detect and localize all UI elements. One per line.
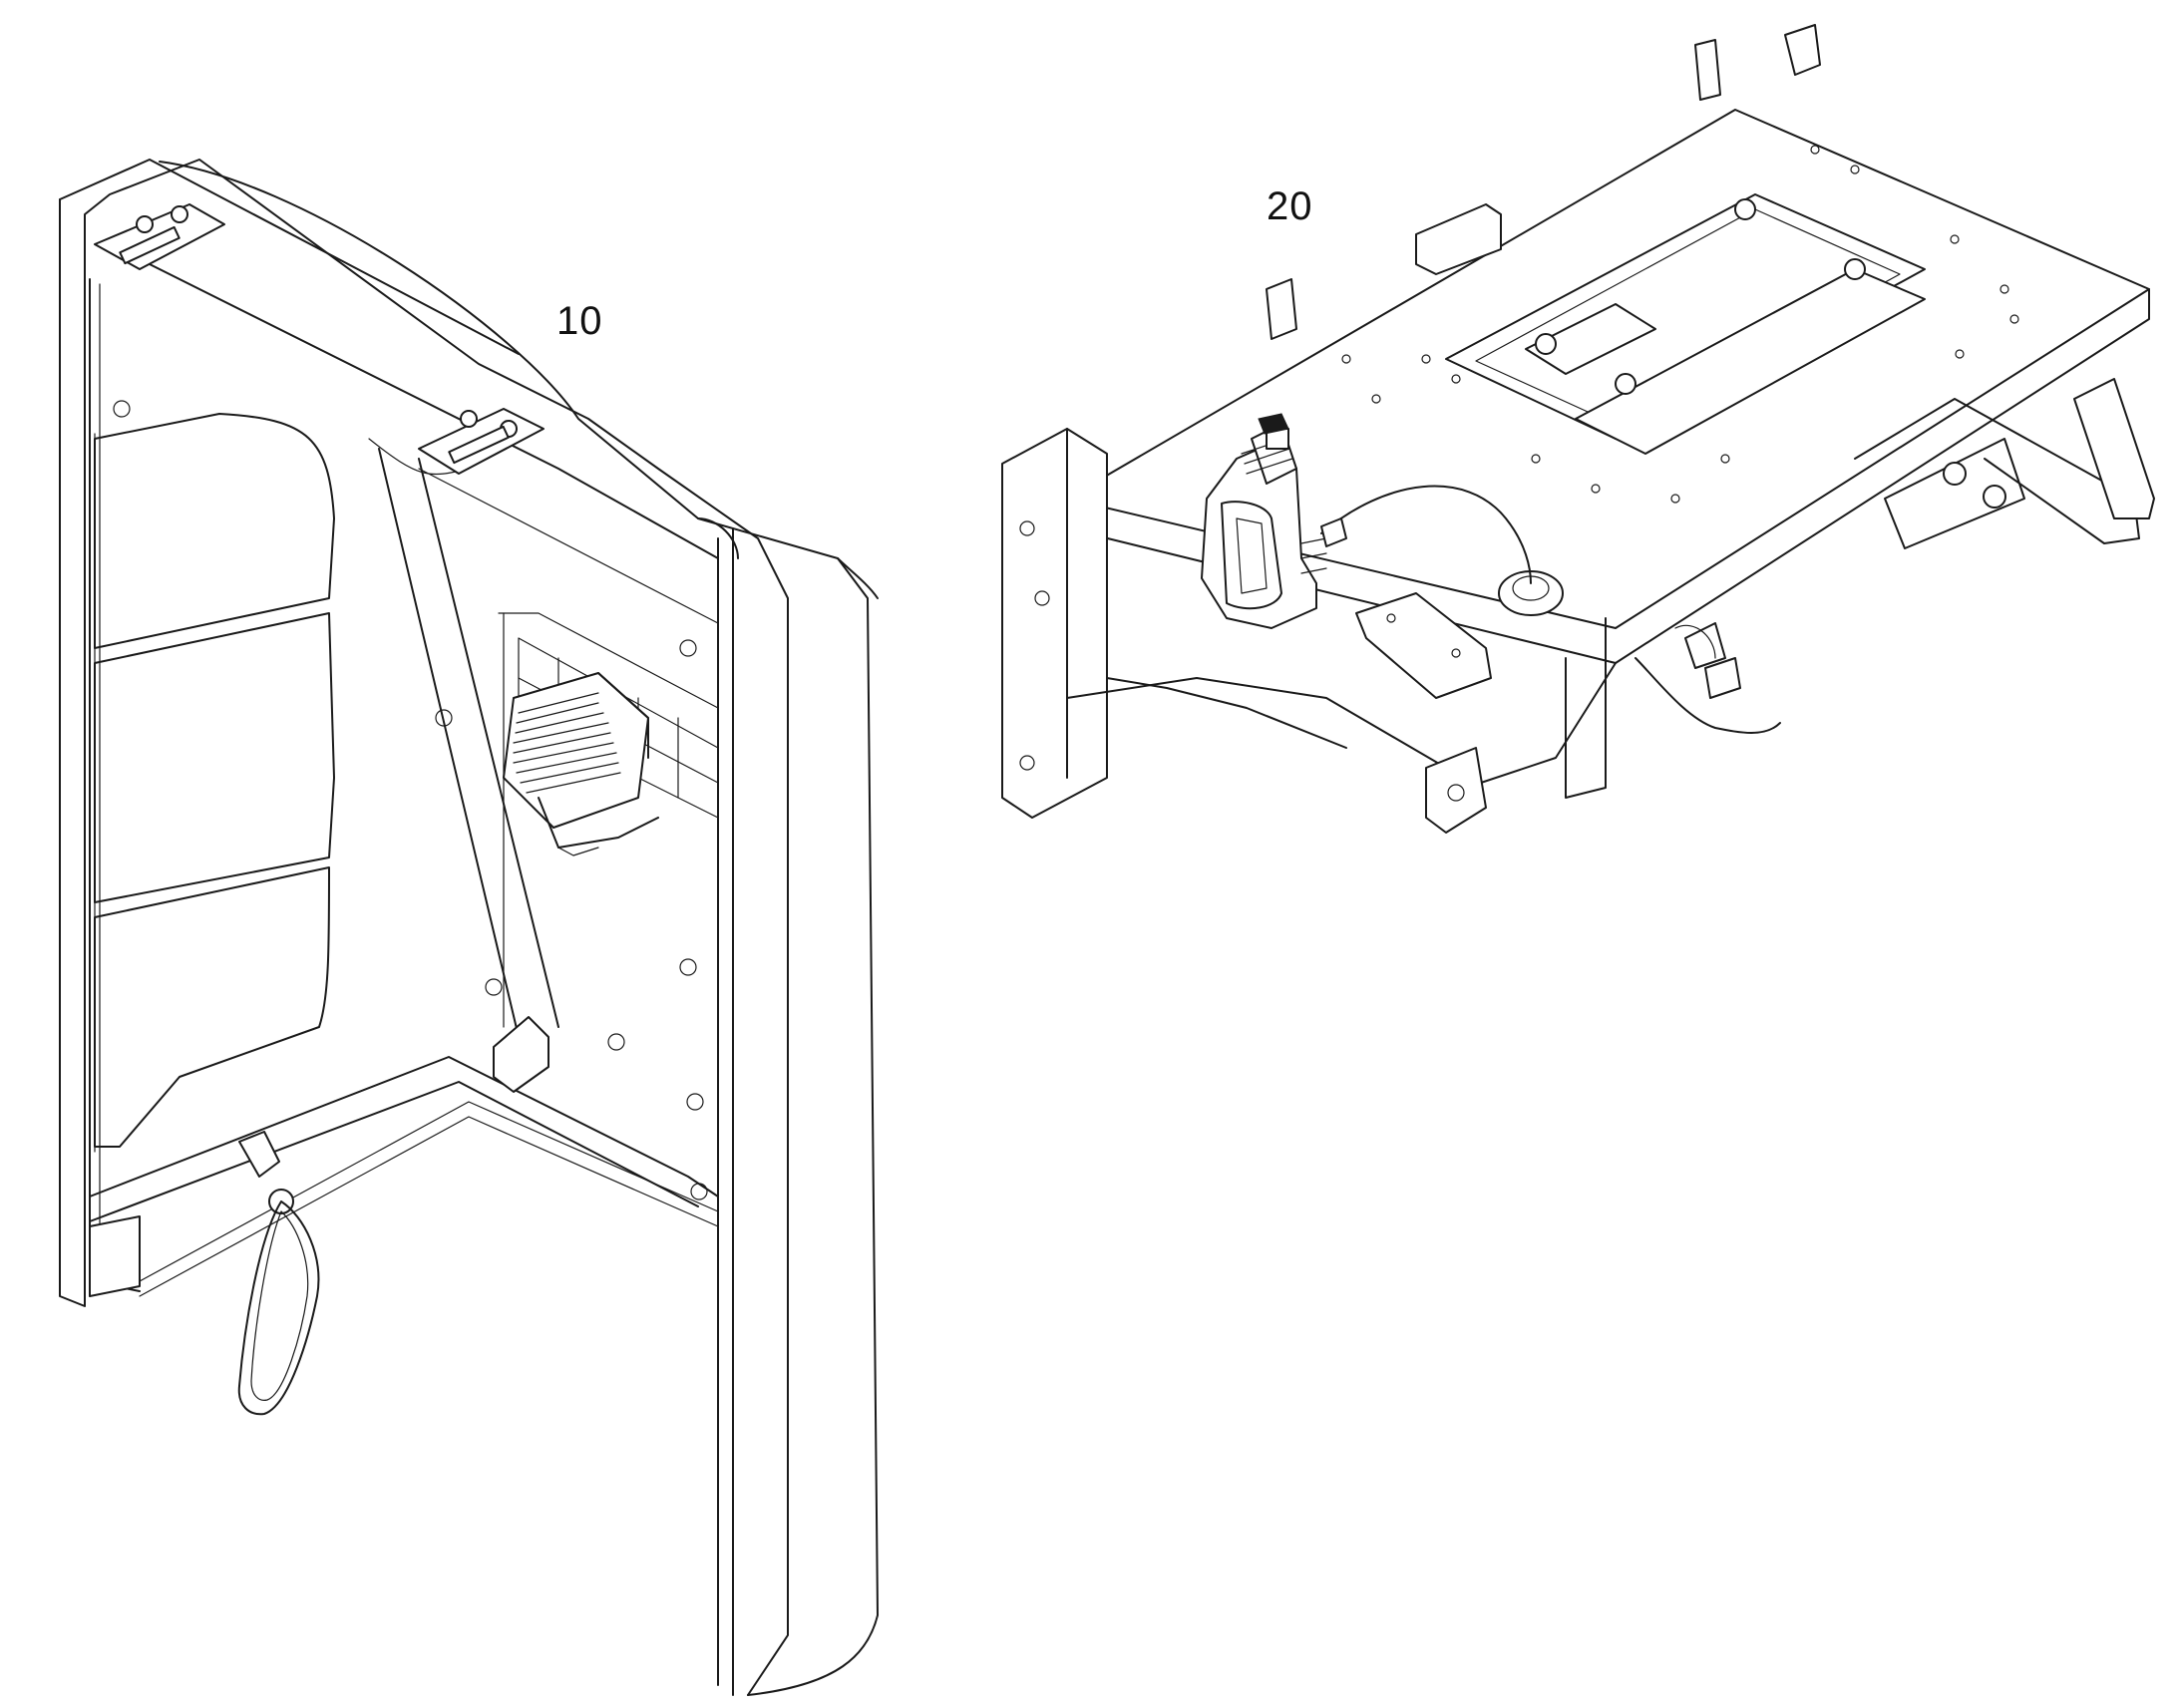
- cab-panel-assembly: [59, 159, 879, 1696]
- wire-harness-icon: [1320, 485, 1781, 734]
- hinge-icon: [418, 408, 545, 475]
- callout-20: 20: [1267, 184, 1313, 228]
- callout-10: 10: [556, 299, 603, 343]
- work-light-icon: [1201, 413, 1327, 629]
- hinge-icon: [94, 203, 225, 270]
- work-light-icon: [503, 672, 659, 856]
- frame-mount-assembly: [1001, 24, 2155, 834]
- bolt-hole-icon: [113, 400, 708, 1200]
- bolt-hole-icon: [1341, 145, 2019, 504]
- strap-loop-icon: [237, 1131, 320, 1416]
